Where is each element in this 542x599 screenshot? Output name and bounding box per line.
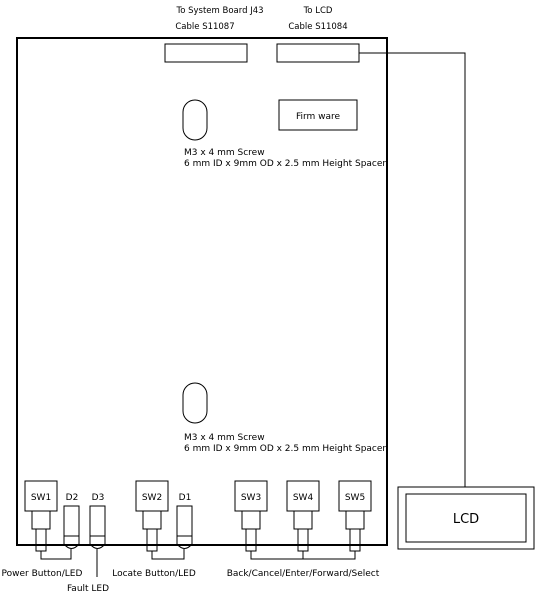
front-panel-board (16, 37, 388, 546)
locate-callout-line (151, 549, 185, 560)
screw-hole-bottom (182, 382, 208, 424)
spacer-top-label: 6 mm ID x 9mm OD x 2.5 mm Height Spacer (184, 159, 386, 169)
switch-sw1-label: SW1 (31, 493, 51, 503)
system-board-connector-label: To System Board J43 (175, 6, 263, 16)
led-d2-label: D2 (66, 493, 79, 503)
fault-led-label: Fault LED (67, 584, 109, 594)
power-button-led-label: Power Button/LED (2, 569, 83, 579)
power-callout-line (40, 549, 72, 560)
lcd-connector-label: To LCD (303, 6, 333, 16)
locate-button-led-label: Locate Button/LED (112, 569, 196, 579)
led-d3-lens (89, 536, 106, 549)
led-d1-label: D1 (179, 493, 192, 503)
screw-bottom-label: M3 x 4 mm Screw (184, 433, 265, 443)
lcd-cable (359, 52, 466, 487)
led-d1-lens (176, 536, 193, 549)
spacer-bottom-label: 6 mm ID x 9mm OD x 2.5 mm Height Spacer (184, 444, 386, 454)
switch-sw2-label: SW2 (142, 493, 162, 503)
lcd-module-inner (405, 493, 527, 543)
navigation-buttons-label: Back/Cancel/Enter/Forward/Select (227, 569, 380, 579)
led-d2-lens (63, 536, 80, 549)
firmware-label: Firm ware (296, 112, 341, 122)
lcd-module-outer (397, 486, 535, 550)
led-d1 (176, 505, 193, 537)
switch-sw5-label: SW5 (345, 493, 365, 503)
screw-hole-top (182, 99, 208, 141)
system-board-connector (164, 43, 248, 63)
switch-sw3-label: SW3 (241, 493, 261, 503)
led-d3-label: D3 (92, 493, 105, 503)
screw-top-label: M3 x 4 mm Screw (184, 148, 265, 158)
switch-sw4-label: SW4 (293, 493, 314, 503)
lcd-cable-label: Cable S11084 (288, 22, 347, 32)
system-board-cable-label: Cable S11087 (175, 22, 234, 32)
firmware-chip (278, 99, 358, 131)
lcd-label: LCD (453, 512, 479, 527)
led-d3 (89, 505, 106, 537)
led-d2 (63, 505, 80, 537)
